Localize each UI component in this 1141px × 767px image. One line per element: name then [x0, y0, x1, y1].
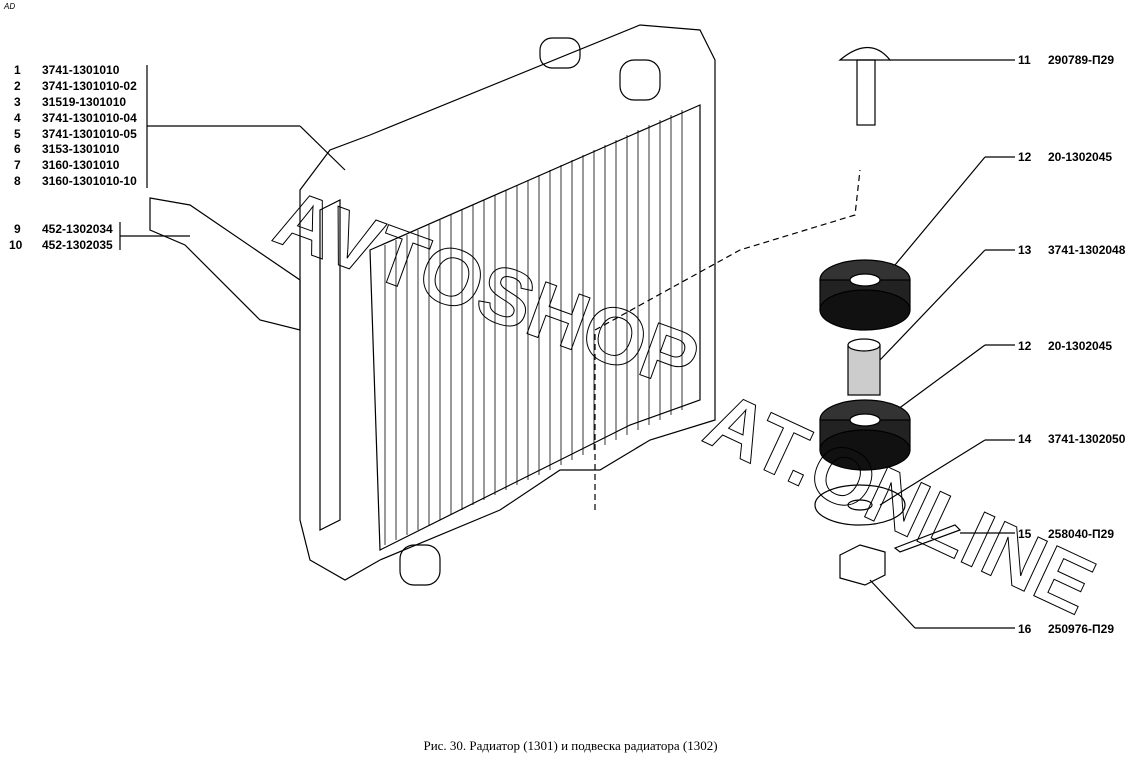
- radiator-core-fins: [384, 110, 683, 545]
- mount-parts: [594, 47, 962, 586]
- part-code: 250976-П29: [1048, 622, 1115, 636]
- part-number: 1: [14, 63, 21, 77]
- part-code: 258040-П29: [1048, 527, 1115, 541]
- part-code: 3741-1302048: [1048, 243, 1126, 257]
- leader-lines: [119, 59, 1015, 629]
- radiator-drawing: [149, 24, 716, 586]
- figure-caption: Рис. 30. Радиатор (1301) и подвеска ради…: [423, 738, 718, 753]
- part-code: 3160-1301010-10: [42, 174, 137, 188]
- part-code: 3160-1301010: [42, 158, 120, 172]
- part-code: 3741-1301010: [42, 63, 120, 77]
- part-code: 3741-1301010-05: [42, 127, 137, 141]
- part-code: 452-1302034: [42, 222, 113, 236]
- part-number: 2: [14, 79, 21, 93]
- bolt-shank: [856, 59, 876, 126]
- part-number: 9: [14, 222, 21, 236]
- part-number: 13: [1018, 243, 1032, 257]
- part-number: 3: [14, 95, 21, 109]
- part-number: 6: [14, 142, 21, 156]
- part-code: 3741-1301010-02: [42, 79, 137, 93]
- part-code: 452-1302035: [42, 238, 113, 252]
- part-number: 14: [1018, 432, 1032, 446]
- part-number: 4: [14, 111, 21, 125]
- part-number: 12: [1018, 339, 1032, 353]
- part-number: 7: [14, 158, 21, 172]
- part-code: 3153-1301010: [42, 142, 120, 156]
- part-code: 20-1302045: [1048, 150, 1113, 164]
- part-number: 16: [1018, 622, 1032, 636]
- part-code: 3741-1301010-04: [42, 111, 137, 125]
- part-code: 290789-П29: [1048, 53, 1115, 67]
- part-code: 20-1302045: [1048, 339, 1113, 353]
- part-number: 8: [14, 174, 21, 188]
- part-number: 15: [1018, 527, 1032, 541]
- corner-mark: AD: [4, 2, 16, 11]
- watermark: AVTOSHOP: [264, 172, 709, 407]
- part-number: 11: [1018, 53, 1031, 67]
- part-number: 5: [14, 127, 21, 141]
- part-number: 10: [9, 238, 23, 252]
- part-code: 3741-1302050: [1048, 432, 1126, 446]
- part-number: 12: [1018, 150, 1032, 164]
- part-code: 31519-1301010: [42, 95, 127, 109]
- bolt-head: [838, 47, 892, 61]
